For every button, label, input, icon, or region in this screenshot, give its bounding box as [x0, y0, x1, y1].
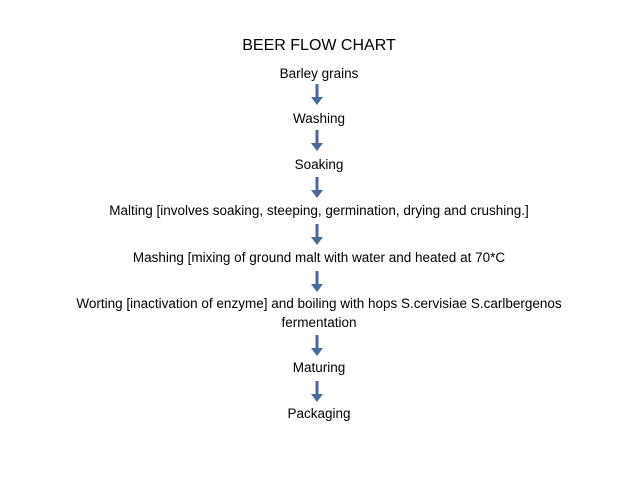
step-label: Washing	[292, 111, 346, 126]
flow-arrow-icon	[310, 84, 324, 106]
step-label: Worting [inactivation of enzyme] and boi…	[76, 296, 562, 311]
step-label: Maturing	[292, 360, 346, 375]
flow-arrow-icon	[310, 130, 324, 152]
step-packaging: Packaging	[0, 404, 638, 423]
flow-arrow-icon	[310, 335, 324, 357]
step-soaking: Soaking	[0, 155, 638, 174]
step-barley-grains: Barley grains	[0, 64, 638, 83]
step-malting: Malting [involves soaking, steeping, ger…	[0, 201, 638, 220]
step-worting: Worting [inactivation of enzyme] and boi…	[0, 294, 638, 332]
chart-title: BEER FLOW CHART	[242, 37, 396, 54]
flow-arrow-icon	[310, 271, 324, 293]
step-mashing: Mashing [mixing of ground malt with wate…	[0, 248, 638, 267]
flow-arrow-icon	[310, 381, 324, 403]
step-label-continued: fermentation	[281, 315, 357, 330]
flow-arrow-icon	[310, 224, 324, 246]
flow-arrow-icon	[310, 177, 324, 199]
step-label: Barley grains	[279, 66, 359, 81]
step-label: Soaking	[294, 157, 344, 172]
step-label: Mashing [mixing of ground malt with wate…	[132, 250, 506, 265]
step-maturing: Maturing	[0, 358, 638, 377]
step-washing: Washing	[0, 109, 638, 128]
step-label: Malting [involves soaking, steeping, ger…	[109, 203, 529, 218]
step-label: Packaging	[287, 406, 351, 421]
